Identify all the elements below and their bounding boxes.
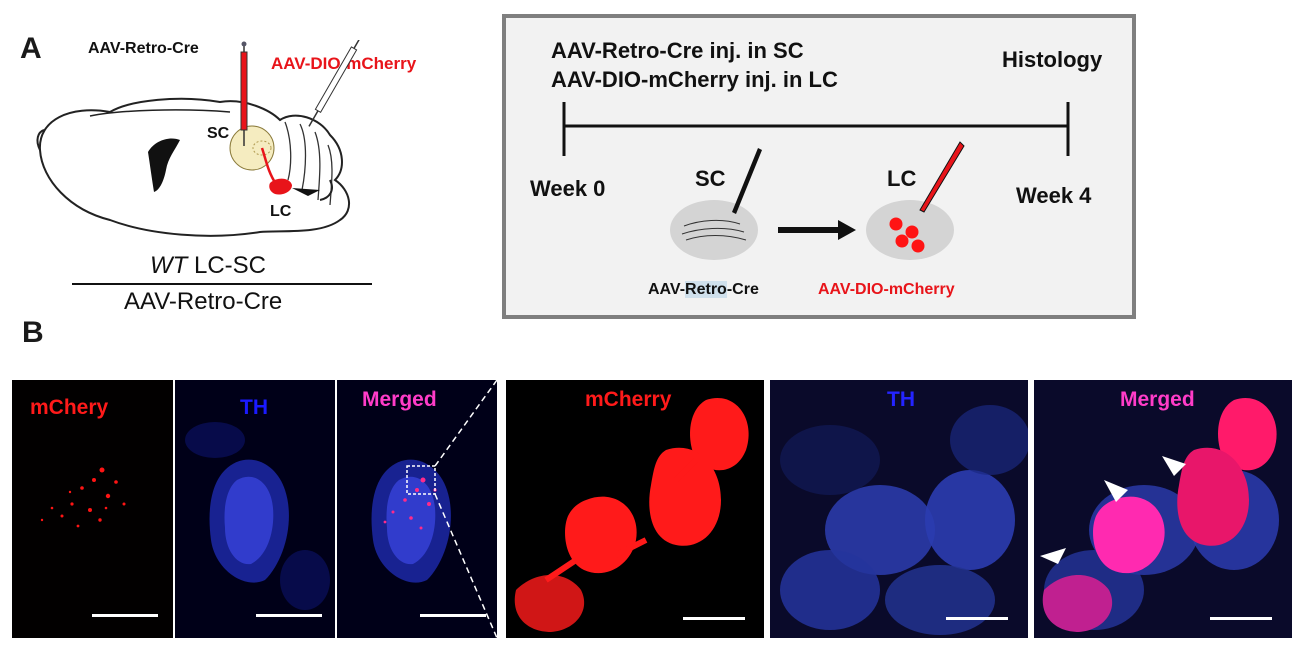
injection-schematic xyxy=(670,141,965,260)
highmag-merged-scalebar xyxy=(1210,617,1272,620)
genotype-divider xyxy=(72,283,372,285)
timeline-box xyxy=(502,14,1136,319)
lowmag-th-scalebar xyxy=(256,614,322,617)
virus-left-label: AAV-Retro-Cre xyxy=(88,40,199,57)
lowmag-mcherry-image xyxy=(12,380,173,638)
week-0-label: Week 0 xyxy=(530,176,606,201)
highmag-th-label: TH xyxy=(887,388,915,411)
timeline-sc-label: SC xyxy=(695,166,726,191)
lowmag-merged-image xyxy=(337,380,497,638)
timeline-virus1-label: AAV-Retro-Cre xyxy=(648,281,759,299)
lowmag-mcherry-scalebar xyxy=(92,614,158,617)
lowmag-mcherry-label: mChery xyxy=(30,396,109,419)
panel-b-letter: B xyxy=(22,316,44,349)
week-4-label: Week 4 xyxy=(1016,183,1092,208)
condition-label: AAV-Retro-Cre xyxy=(124,288,283,315)
genotype-label: WT LC-SC xyxy=(150,252,266,280)
virus1-suffix: -Cre xyxy=(726,281,759,298)
timeline-line1: AAV-Retro-Cre inj. in SC xyxy=(551,38,804,63)
timeline-lc-label: LC xyxy=(887,166,917,191)
virus1-highlight: Retro xyxy=(685,281,727,298)
lowmag-merged-scalebar xyxy=(420,614,486,617)
region-sc-label: SC xyxy=(207,125,230,142)
highmag-merged-label: Merged xyxy=(1120,388,1195,411)
virus1-prefix: AAV- xyxy=(648,281,686,298)
lowmag-th-label: TH xyxy=(240,396,268,419)
highmag-merged-image xyxy=(1034,380,1292,638)
highmag-mcherry-scalebar xyxy=(683,617,745,620)
brain-diagram xyxy=(36,40,360,237)
timeline-end-label: Histology xyxy=(1002,47,1103,72)
highmag-mcherry-image xyxy=(506,380,764,638)
timeline-line2: AAV-DIO-mCherry inj. in LC xyxy=(551,67,838,92)
lowmag-merged-label: Merged xyxy=(362,388,437,411)
timeline-axis xyxy=(562,102,1070,156)
genotype-rest: LC-SC xyxy=(187,252,266,279)
timeline-virus2-label: AAV-DIO-mCherry xyxy=(818,281,955,298)
region-lc-label: LC xyxy=(270,203,292,220)
highmag-mcherry-label: mCherry xyxy=(585,388,672,411)
panel-a-letter: A xyxy=(20,32,42,65)
highmag-th-scalebar xyxy=(946,617,1008,620)
lowmag-th-image xyxy=(175,380,335,638)
genotype-italic: WT xyxy=(150,252,188,279)
highmag-th-image xyxy=(770,380,1028,638)
